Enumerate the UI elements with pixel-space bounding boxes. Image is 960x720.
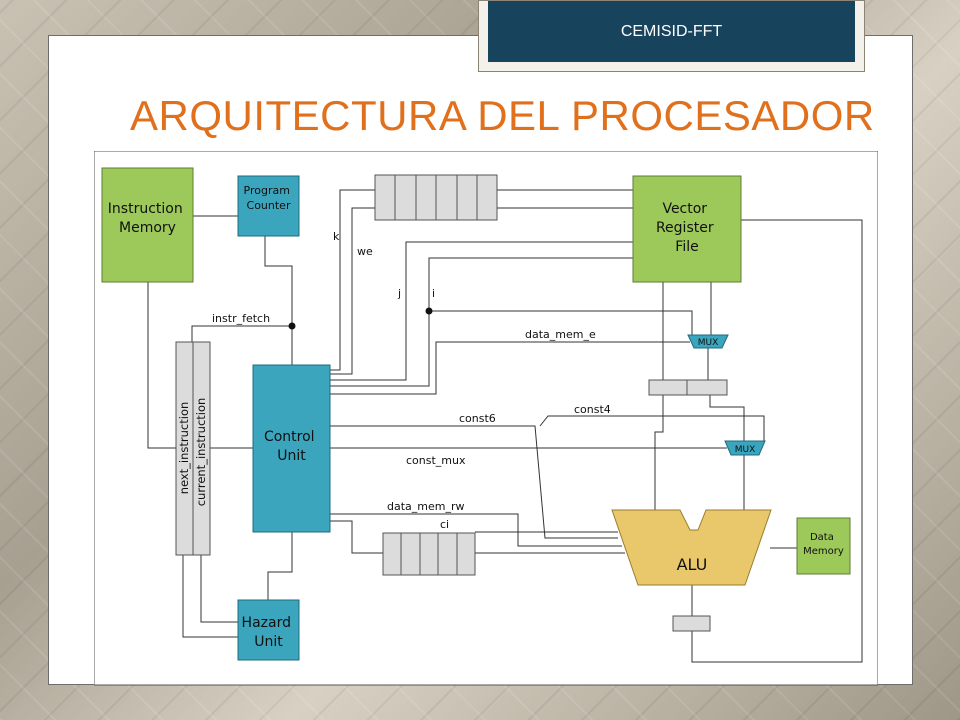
processor-architecture-diagram: Instruction Memory Program Counter Vecto… (94, 151, 878, 686)
svg-text:Hazard Unit: Hazard Unit (242, 615, 296, 650)
alu-label: ALU (677, 555, 708, 574)
instr-fetch-label: instr_fetch (212, 312, 270, 325)
svg-text:Instruction Memory: Instruction Memory (108, 201, 187, 236)
diagram-frame (94, 151, 878, 686)
mux-top: MUX (687, 334, 729, 349)
program-counter-label-2: Counter (247, 199, 291, 212)
hazard-unit-label-2: Unit (254, 634, 283, 650)
alu-block: ALU (611, 509, 772, 586)
alu-output-register (672, 615, 711, 632)
instruction-register: next_instruction current_instruction (175, 341, 211, 556)
data-memory-label-2: Memory (803, 546, 844, 557)
svg-text:Control Unit: Control Unit (264, 429, 319, 464)
data-memory-label-1: Data (810, 532, 834, 543)
mux-bottom: MUX (724, 440, 766, 456)
instruction-memory-block: Instruction Memory (101, 167, 194, 283)
vrf-label-3: File (675, 239, 698, 255)
header-tag-label: CEMISID-FFT (488, 1, 855, 62)
mux-top-label: MUX (698, 338, 719, 348)
we-label: we (357, 245, 373, 258)
hazard-unit-label-1: Hazard (242, 615, 291, 631)
program-counter-block: Program Counter (237, 175, 300, 237)
i-label: i (432, 287, 435, 300)
const6-label: const6 (459, 412, 496, 425)
svg-text:Vector Register Fi: Vector Register File (656, 201, 718, 255)
vector-register-file-block: Vector Register File (632, 175, 742, 283)
operand-registers (648, 379, 728, 396)
const-mux-label: const_mux (406, 454, 466, 467)
header-tag: CEMISID-FFT (478, 0, 865, 72)
junction-dot (425, 307, 433, 315)
wires (147, 189, 863, 663)
vrf-label-1: Vector (662, 201, 707, 217)
instruction-memory-label-1: Instruction (108, 201, 183, 217)
svg-text:Data Memory: Data Memory (803, 532, 844, 557)
j-label: j (397, 287, 401, 300)
junction-dot (288, 322, 296, 330)
instruction-memory-label-2: Memory (119, 220, 176, 236)
const4-label: const4 (574, 403, 611, 416)
signal-labels: instr_fetch k we j i data_mem_e const6 c… (212, 230, 611, 531)
slide-title: ARQUITECTURA DEL PROCESADOR (130, 92, 875, 139)
k-label: k (333, 230, 340, 243)
current-instruction-label: current_instruction (194, 398, 208, 507)
pipeline-register-bottom (382, 532, 476, 576)
pipeline-register-top (374, 174, 498, 221)
svg-text:Program Counter: Program Counter (244, 184, 294, 212)
control-unit-block: Control Unit (252, 364, 331, 533)
data-mem-e-label: data_mem_e (525, 328, 596, 341)
program-counter-label-1: Program (244, 184, 290, 197)
data-memory-block: Data Memory (796, 517, 851, 575)
control-unit-label-1: Control (264, 429, 315, 445)
control-unit-label-2: Unit (277, 448, 306, 464)
ci-label: ci (440, 518, 449, 531)
next-instruction-label: next_instruction (177, 402, 191, 495)
mux-bottom-label: MUX (735, 445, 756, 455)
data-mem-rw-label: data_mem_rw (387, 500, 465, 513)
hazard-unit-block: Hazard Unit (237, 599, 300, 661)
vrf-label-2: Register (656, 220, 714, 236)
